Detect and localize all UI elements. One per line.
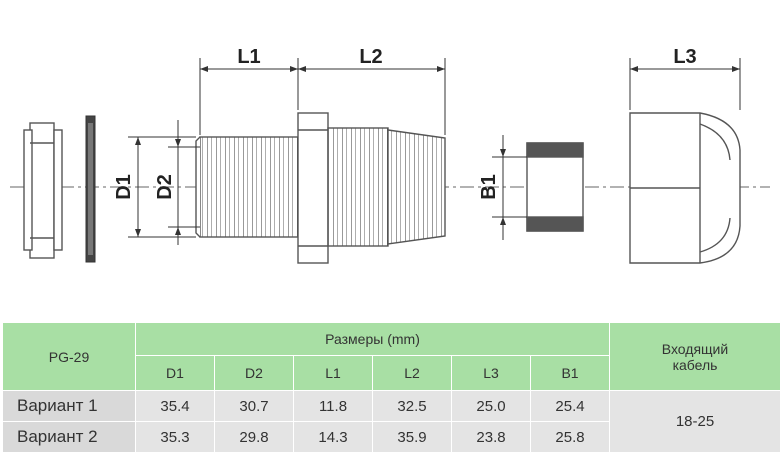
table-cell: 35.9 [372,421,452,453]
row-label: Вариант 2 [2,421,136,453]
d1-label: D1 [113,174,135,200]
table-cell: 25.8 [530,421,610,453]
column-header: L3 [451,355,531,391]
lock-nut [23,122,63,259]
cable-value: 18-25 [609,390,780,453]
table-cell: 30.7 [214,390,294,422]
sealing-insert [526,142,584,232]
cable-header: Входящий кабель [609,322,780,391]
table-cell: 11.8 [293,390,373,422]
column-header: B1 [530,355,610,391]
table-cell: 35.3 [135,421,215,453]
column-header: L1 [293,355,373,391]
table-row: Вариант 1 35.4 30.7 11.8 32.5 25.0 25.4 … [2,390,780,453]
table-cell: 25.0 [451,390,531,422]
b1-label: B1 [478,174,500,200]
dome-cap-nut [629,112,741,264]
gland-body [195,112,446,264]
table-cell: 29.8 [214,421,294,453]
sealing-washer [85,115,96,263]
table-cell: 32.5 [372,390,452,422]
d2-label: D2 [154,174,176,200]
l1-label: L1 [237,46,260,68]
table-cell: 23.8 [451,421,531,453]
column-header: D2 [214,355,294,391]
table-cell: 35.4 [135,390,215,422]
column-header: D1 [135,355,215,391]
model-header: PG-29 [2,322,136,391]
table-cell: 25.4 [530,390,610,422]
row-label: Вариант 1 [2,390,136,422]
l2-label: L2 [359,46,382,68]
table-cell: 14.3 [293,421,373,453]
column-header: L2 [372,355,452,391]
table-row: Вариант 2 35.3 29.8 14.3 35.9 23.8 25.8 [2,421,780,453]
spec-table: PG-29 Размеры (mm) Входящий кабель D1 D2… [2,322,780,453]
l3-label: L3 [673,46,696,68]
cable-gland-drawing: L1 L2 L3 D1 D2 B1 [10,46,770,264]
dims-header: Размеры (mm) [135,322,610,356]
